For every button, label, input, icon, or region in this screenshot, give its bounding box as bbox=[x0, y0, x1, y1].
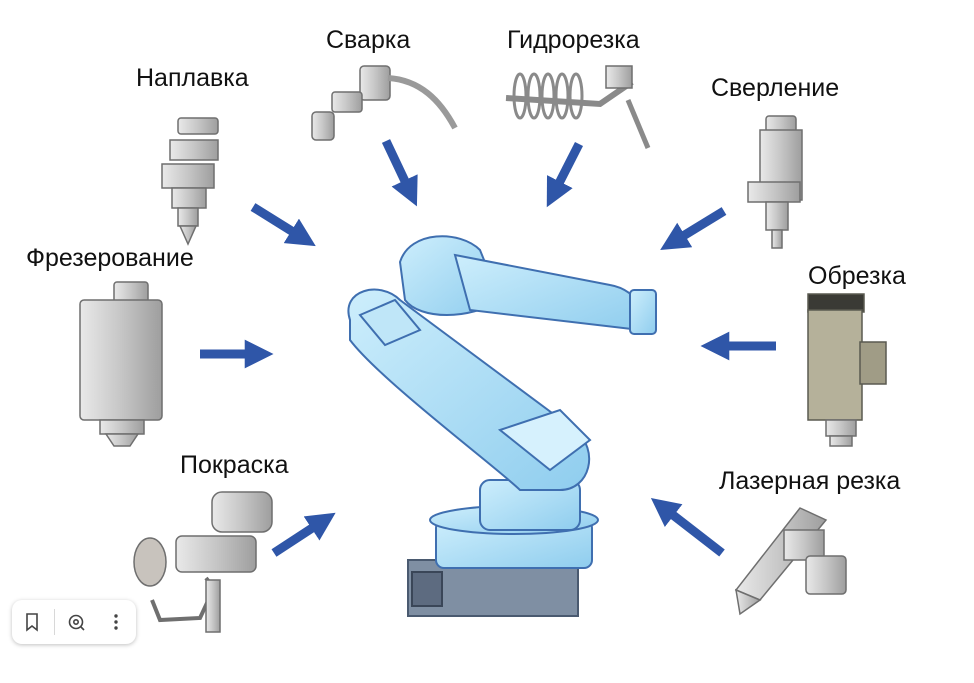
arrow-svarka bbox=[381, 139, 418, 207]
lens-search-icon bbox=[69, 614, 85, 631]
label-obrezka: Обрезка bbox=[808, 262, 906, 290]
image-actions-toolbar bbox=[12, 600, 136, 644]
tool-gidrorezka-image bbox=[505, 65, 651, 149]
arrow-naplavka bbox=[250, 203, 316, 247]
label-lazernaya-rezka: Лазерная резка bbox=[719, 467, 901, 495]
bookmark-icon bbox=[26, 613, 38, 632]
tool-sverlenie-image bbox=[747, 115, 803, 249]
label-gidrorezka: Гидрорезка bbox=[507, 26, 640, 54]
arrow-lazernaya bbox=[650, 497, 725, 557]
label-frezerovanie: Фрезерование bbox=[26, 244, 194, 272]
tool-pokraska-image bbox=[133, 491, 273, 633]
arrow-pokraska bbox=[271, 512, 336, 557]
tool-obrezka-image bbox=[807, 293, 887, 447]
label-svarka: Сварка bbox=[326, 26, 411, 54]
more-options-button[interactable] bbox=[98, 604, 134, 640]
label-naplavka: Наплавка bbox=[136, 64, 249, 92]
bookmark-button[interactable] bbox=[14, 604, 50, 640]
more-vertical-icon bbox=[114, 614, 118, 630]
tool-lazernaya-image bbox=[734, 507, 847, 616]
arrow-gidrorezka bbox=[546, 141, 584, 208]
tool-naplavka-image bbox=[161, 117, 219, 246]
label-pokraska: Покраска bbox=[180, 451, 289, 479]
arrow-sverlenie bbox=[660, 207, 727, 251]
tool-svarka-image bbox=[311, 65, 458, 141]
arrows bbox=[200, 139, 776, 557]
toolbar-divider bbox=[53, 609, 55, 635]
label-sverlenie: Сверление bbox=[711, 74, 840, 102]
lens-search-button[interactable] bbox=[58, 604, 94, 640]
tool-frezerovanie-image bbox=[79, 281, 163, 447]
industrial-robot-image bbox=[347, 235, 657, 617]
